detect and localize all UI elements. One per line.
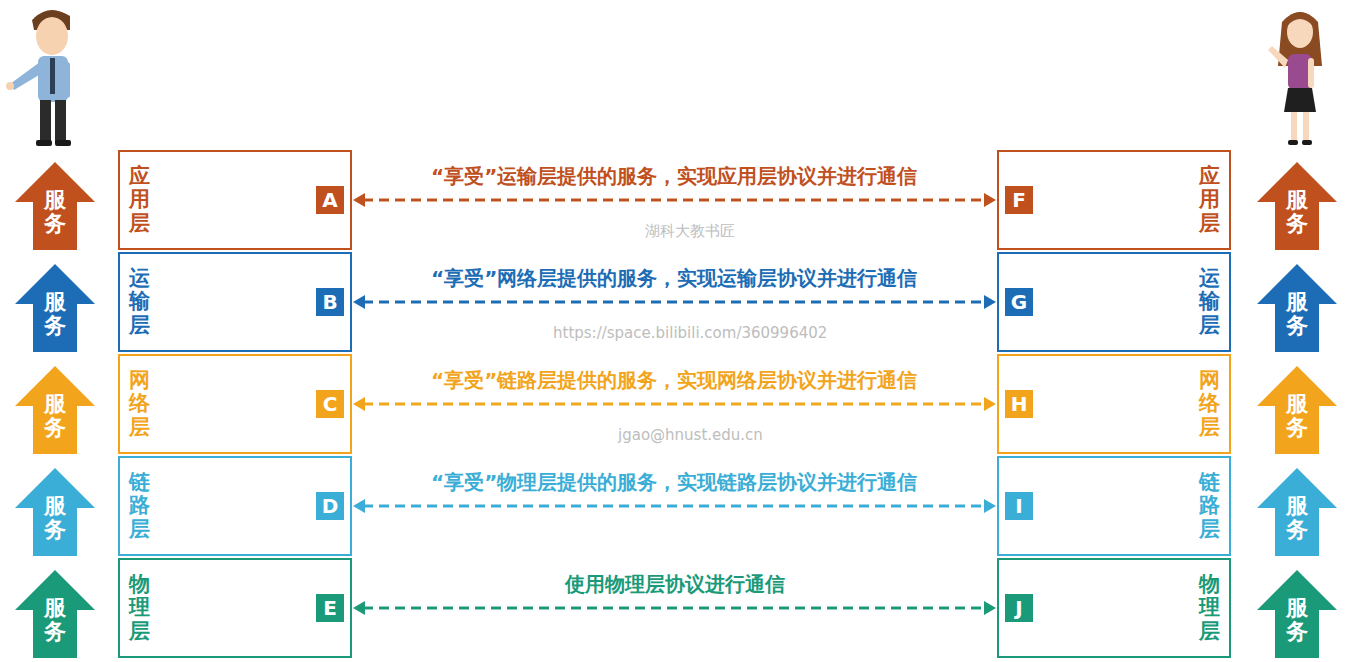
service-arrow: 服务 xyxy=(1257,366,1337,454)
layer-box: 网络层 H xyxy=(997,354,1231,454)
service-text: 服务 xyxy=(1286,494,1308,542)
arrow-head xyxy=(984,397,996,411)
service-text: 服务 xyxy=(44,290,66,338)
arrow-head xyxy=(353,295,365,309)
dashed-connector xyxy=(363,607,986,610)
layer-name: 运输层 xyxy=(1199,267,1220,336)
arrow-head xyxy=(353,397,365,411)
layer-box: 运输层 G xyxy=(997,252,1231,352)
dashed-connector xyxy=(363,199,986,202)
layer-box: 链路层 I xyxy=(997,456,1231,556)
letter-badge: G xyxy=(1005,288,1033,316)
layer-box: 物理层 J xyxy=(997,558,1231,658)
man-figure xyxy=(6,10,71,146)
layer-name: 物理层 xyxy=(129,573,150,642)
dashed-connector xyxy=(363,301,986,304)
arrow-head xyxy=(353,601,365,615)
letter-badge: A xyxy=(316,186,344,214)
service-arrow: 服务 xyxy=(15,366,95,454)
service-arrow: 服务 xyxy=(15,162,95,250)
watermark: 湖科大教书匠 xyxy=(645,222,735,241)
layer-box: 应用层 A xyxy=(118,150,352,250)
layer-name: 物理层 xyxy=(1199,573,1220,642)
letter-badge: B xyxy=(316,288,344,316)
edge-label: “享受”网络层提供的服务，实现运输层协议并进行通信 xyxy=(428,265,920,292)
layer-name: 应用层 xyxy=(1199,165,1220,234)
letter-badge: F xyxy=(1005,186,1033,214)
service-arrow: 服务 xyxy=(1257,264,1337,352)
service-text: 服务 xyxy=(44,392,66,440)
service-text: 服务 xyxy=(1286,188,1308,236)
service-arrow: 服务 xyxy=(15,468,95,556)
watermark: https://space.bilibili.com/360996402 xyxy=(553,324,827,342)
letter-badge: H xyxy=(1005,390,1033,418)
woman-figure xyxy=(1268,12,1322,145)
layer-name: 应用层 xyxy=(129,165,150,234)
layer-box: 物理层 E xyxy=(118,558,352,658)
arrow-head xyxy=(984,193,996,207)
service-arrow: 服务 xyxy=(1257,468,1337,556)
letter-badge: C xyxy=(316,390,344,418)
arrow-head xyxy=(984,601,996,615)
layer-box: 链路层 D xyxy=(118,456,352,556)
letter-badge: D xyxy=(316,492,344,520)
service-text: 服务 xyxy=(44,494,66,542)
layer-name: 链路层 xyxy=(129,471,150,540)
dashed-connector xyxy=(363,505,986,508)
layer-name: 运输层 xyxy=(129,267,150,336)
layer-name: 网络层 xyxy=(1199,369,1220,438)
layer-box: 应用层 F xyxy=(997,150,1231,250)
service-text: 服务 xyxy=(44,188,66,236)
edge-label: 使用物理层协议进行通信 xyxy=(562,571,788,598)
arrow-head xyxy=(984,499,996,513)
service-arrow: 服务 xyxy=(1257,162,1337,250)
layer-box: 网络层 C xyxy=(118,354,352,454)
edge-label: “享受”物理层提供的服务，实现链路层协议并进行通信 xyxy=(428,469,920,496)
layer-name: 网络层 xyxy=(129,369,150,438)
service-text: 服务 xyxy=(1286,290,1308,338)
watermark: jgao@hnust.edu.cn xyxy=(618,426,763,444)
service-arrow: 服务 xyxy=(15,570,95,658)
layer-box: 运输层 B xyxy=(118,252,352,352)
letter-badge: J xyxy=(1005,594,1033,622)
letter-badge: I xyxy=(1005,492,1033,520)
service-text: 服务 xyxy=(1286,596,1308,644)
arrow-head xyxy=(353,499,365,513)
service-arrow: 服务 xyxy=(1257,570,1337,658)
layer-name: 链路层 xyxy=(1199,471,1220,540)
letter-badge: E xyxy=(316,594,344,622)
service-text: 服务 xyxy=(1286,392,1308,440)
edge-label: “享受”运输层提供的服务，实现应用层协议并进行通信 xyxy=(428,163,920,190)
service-text: 服务 xyxy=(44,596,66,644)
edge-label: “享受”链路层提供的服务，实现网络层协议并进行通信 xyxy=(428,367,920,394)
service-arrow: 服务 xyxy=(15,264,95,352)
dashed-connector xyxy=(363,403,986,406)
arrow-head xyxy=(353,193,365,207)
arrow-head xyxy=(984,295,996,309)
